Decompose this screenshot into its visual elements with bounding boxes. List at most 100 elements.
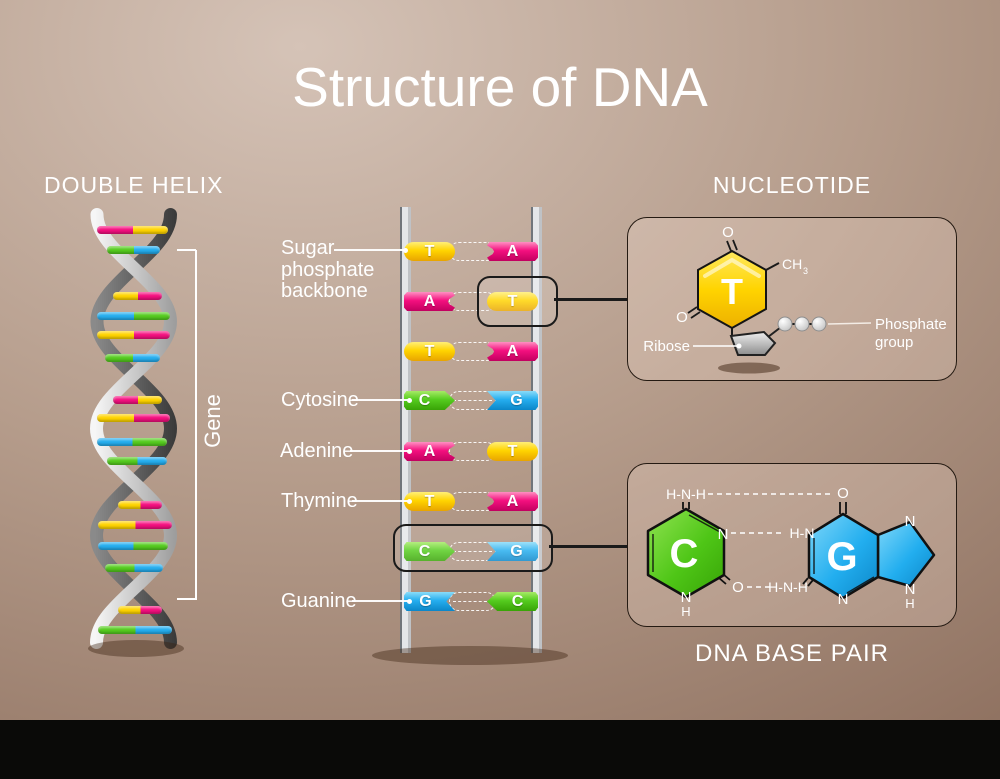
base-letter: A [506,342,519,360]
helix-shadow [88,640,184,657]
ladder-left-rail [400,207,411,653]
ladder-right-rail [531,207,542,653]
base-tile-left: C [404,391,455,410]
base-tile-right: G [487,542,538,561]
hexagon-highlight [703,257,761,278]
dna-base-pair-caption: DNA BASE PAIR [695,640,889,667]
base-tile-right: A [487,342,538,361]
base-tile-left: A [404,442,455,461]
oxygen-top-label: O [722,224,734,241]
double-bond-o-topright [839,502,847,514]
helix-back-strand [89,208,178,649]
oxygen-left-label: O [676,309,688,326]
phosphate-ball [794,316,810,332]
helix-rung [113,396,162,404]
sugar-phosphate-backbone-label: Sugar phosphate backbone [281,237,375,302]
hnh-top-label: H-N-H [666,486,706,502]
base-tile-left: T [404,492,455,511]
helix-rung [97,312,170,320]
base-letter: A [423,292,436,310]
label-line [352,600,408,602]
nucleotide-heading: NUCLEOTIDE [712,172,872,198]
double-bond-o-bottom [718,573,731,585]
adenine-label: Adenine [280,440,354,462]
cytosine-label: Cytosine [281,389,359,411]
base-tile-right: A [487,492,538,511]
methyl-subscript: 3 [803,266,808,276]
base-tile-left: A [404,292,455,311]
gene-label: Gene [200,394,225,448]
helix-rung [97,331,170,339]
base-pair-molecule: C G H-N-H O N H-N O H-N-H N H N N N H [646,485,936,619]
helix-front-strand [89,208,178,649]
base-letter: T [424,242,435,260]
base-letter: C [418,391,431,409]
label-line [352,500,408,502]
double-bond-amine-top [682,502,690,509]
h-pent-bottom-label: H [905,596,914,611]
n-ring-green-label: N [718,526,729,543]
base-letter: C [511,592,524,610]
helix-rung [118,606,162,614]
label-dot [407,599,412,604]
phosphate-chain-bond [767,323,819,338]
cytosine-letter: C [670,532,699,576]
helix-rung [97,226,168,234]
base-letter: G [510,542,523,560]
bond-hnh-bottom [802,577,814,587]
base-pair-highlight-box [393,524,553,572]
guanine-letter: G [826,535,857,579]
bond-methyl [765,262,780,271]
helix-rung [98,542,168,550]
phosphate-label-line1: Phosphate [875,316,947,333]
base-letter: T [507,292,518,310]
gene-bracket-line [195,250,197,600]
double-helix-heading: DOUBLE HELIX [44,172,224,198]
helix-rung [113,292,162,300]
hn-mid-label: H-N [790,525,815,541]
phosphate-ball [811,316,827,332]
base-letter: A [506,242,519,260]
base-tile-left: G [404,592,455,611]
n-pent-top-label: N [905,513,916,530]
base-letter: G [419,592,432,610]
ribose-label-dot [736,343,742,349]
base-letter: G [510,391,523,409]
dna-base-pair-panel: C G H-N-H O N H-N O H-N-H N H N N N H [627,463,957,627]
hnh-bottom-label: H-N-H [768,579,808,595]
base-letter: A [506,492,519,510]
o-topright-label: O [837,485,849,502]
phosphate-ball [777,316,793,332]
phosphate-label-line [827,322,872,325]
helix-rung [98,626,172,634]
label-dot [407,449,412,454]
nucleotide-highlight-box [477,276,558,327]
base-tile-right: G [487,391,538,410]
page-title: Structure of DNA [292,56,708,118]
guanine-hexagon [807,512,880,600]
double-bond-o-top [726,239,738,252]
guanine-pentagon [876,520,936,588]
methyl-label: CH [782,256,802,272]
label-dot [403,248,408,253]
helix-rung [107,457,167,465]
base-letter: A [423,442,436,460]
helix-rung [105,564,163,572]
footer-bar: VectorStock VectorStock.com/51135475 [0,720,1000,779]
n-pent-bottom-label: N [905,581,916,598]
base-letter: T [424,342,435,360]
label-dot [407,398,412,403]
base-tile-left: T [404,242,455,261]
base-tile-left: C [404,542,455,561]
n-blue-bottom-label: N [838,591,849,608]
double-helix-illustration [89,208,178,649]
base-letter: T [424,492,435,510]
helix-rung [118,501,162,509]
ring-inner-bonds [652,514,875,594]
label-dot [407,499,412,504]
n-green-bottom-label: N [681,589,692,606]
ribose-shadow [718,362,780,374]
base-tile-right: T [487,442,538,461]
helix-rung [97,438,167,446]
